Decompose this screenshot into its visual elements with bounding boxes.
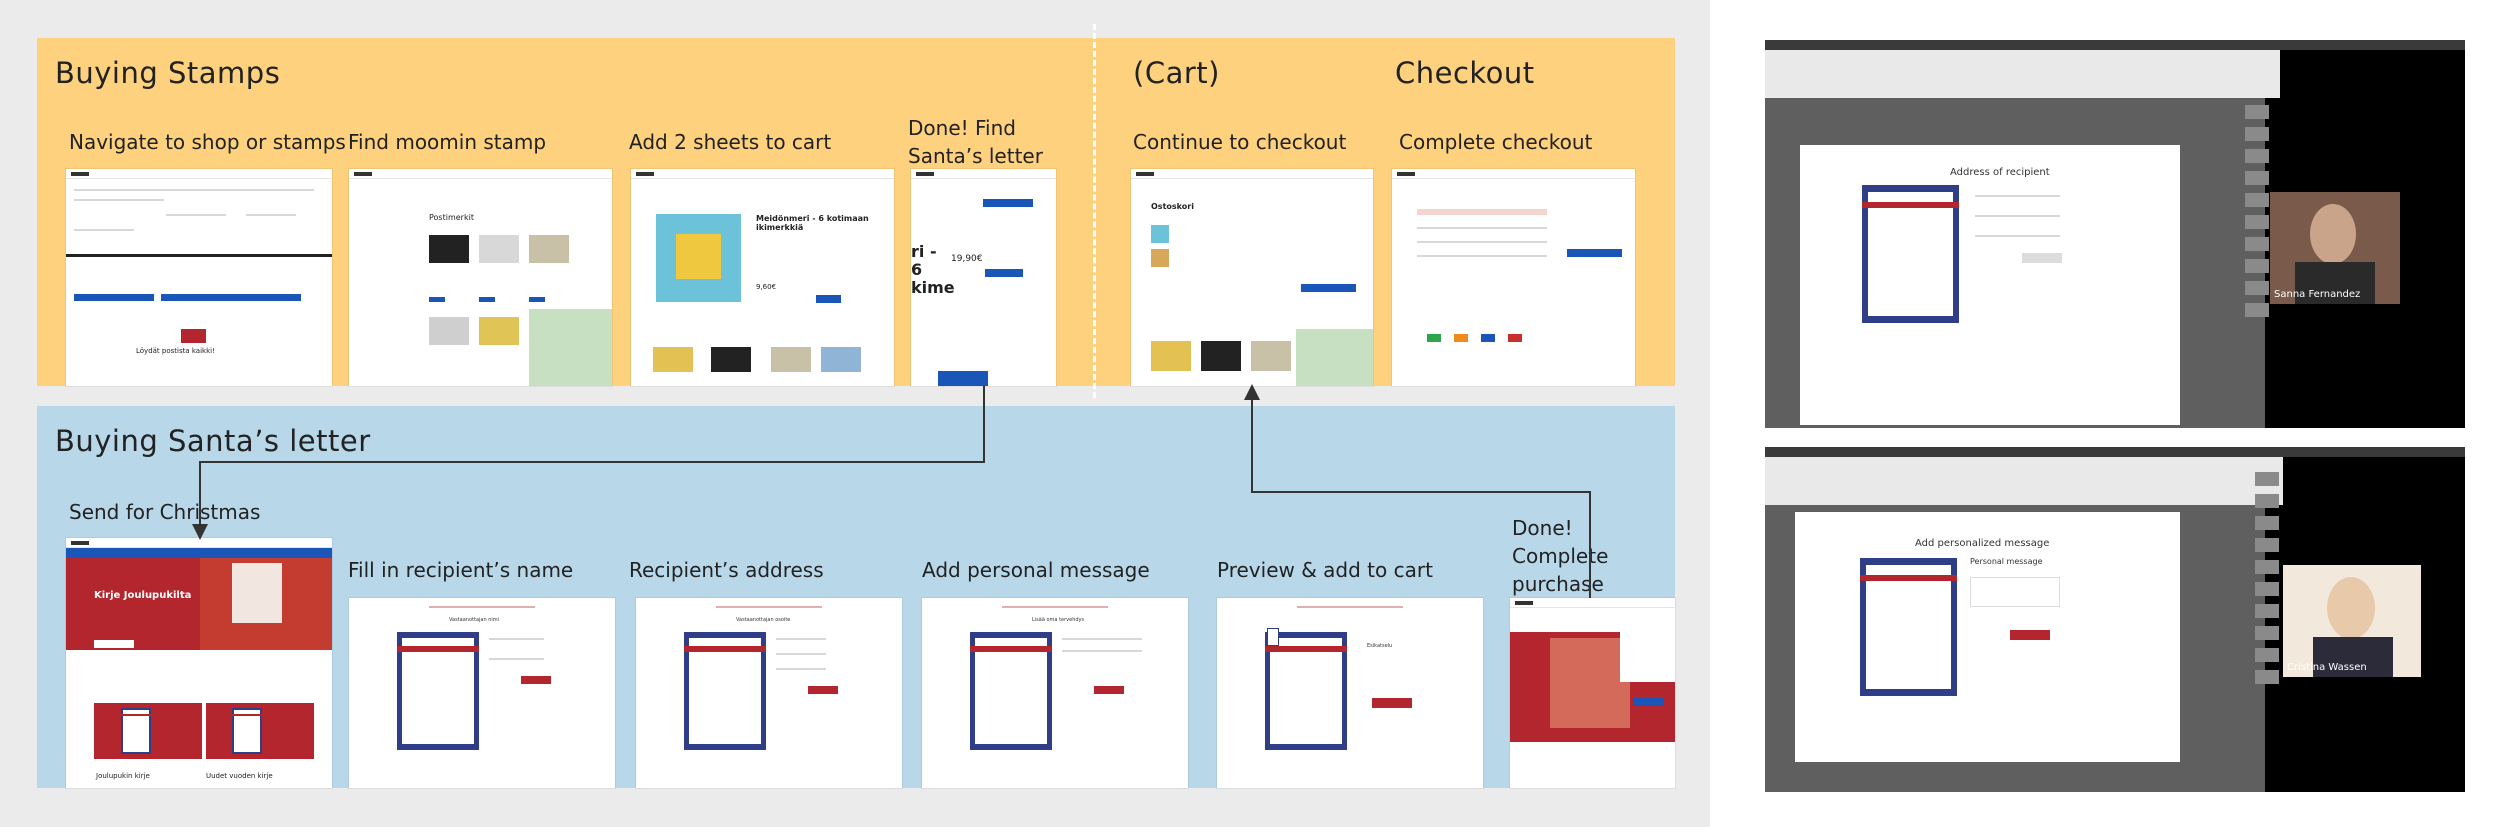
shot-form-name: Vastaanottajan nimi — [349, 598, 615, 788]
shot-letter-home: Kirje Joulupukilta Joulupukin kirje Uude… — [66, 538, 332, 788]
shop-cta-text: Löydät postista kaikki! — [136, 347, 215, 355]
shot-santa-partial: ri - 6 kime 19,90€ — [911, 169, 1056, 386]
letter-hero-text: Kirje Joulupukilta — [94, 590, 192, 601]
shot-sheet-product: Meidönmeri - 6 kotimaan ikimerkkiä 9,60€ — [631, 169, 894, 386]
sheet-price-text: 9,60€ — [756, 283, 777, 291]
shot-shop-home: Löydät postista kaikki! — [66, 169, 332, 386]
participant-1-name: Sanna Fernandez — [2274, 289, 2361, 300]
form-2-text: Vastaanottajan osoite — [736, 617, 791, 623]
santa-partial-text: ri - 6 kime — [911, 242, 955, 297]
thumbnail-column-2 — [2255, 472, 2279, 692]
shot-moomin-stamps: Postimerkit — [349, 169, 612, 386]
step-send-christmas: Send for Christmas — [69, 500, 261, 524]
step-personal-message: Add personal message — [922, 558, 1150, 582]
participant-cam-1: Sanna Fernandez — [2270, 192, 2400, 304]
step-preview: Preview & add to cart — [1217, 558, 1433, 582]
form-3-text: Lisää oma tervehdys — [1032, 617, 1085, 623]
flow-arrows — [192, 384, 1591, 598]
moomin-title-text: Postimerkit — [429, 213, 474, 222]
step-find-moomin: Find moomin stamp — [348, 130, 547, 154]
shot-complete — [1510, 598, 1675, 788]
participant-cam-2: Cristina Wassen — [2283, 565, 2421, 677]
step-complete-checkout: Complete checkout — [1399, 130, 1593, 154]
thumbnail-column-1 — [2245, 105, 2269, 325]
step-navigate: Navigate to shop or stamps — [69, 130, 346, 154]
shot-preview: Esikatselu — [1217, 598, 1483, 788]
form-4-text: Esikatselu — [1367, 643, 1393, 649]
step-fill-name: Fill in recipient’s name — [348, 558, 574, 582]
session-video-1: Address of recipient Sanna Fernandez — [1765, 40, 2465, 428]
dialog-address: Address of recipient — [1800, 145, 2180, 425]
letter-title: Buying Santa’s letter — [55, 424, 371, 458]
checkout-title: Checkout — [1395, 56, 1535, 90]
step-address: Recipient’s address — [629, 558, 824, 582]
letter-card-2-text: Uudet vuoden kirje — [206, 772, 273, 780]
cart-divider — [1093, 24, 1096, 398]
sheet-title-text: Meidönmeri - 6 kotimaan ikimerkkiä — [756, 214, 869, 232]
session-video-2: Add personalized message Personal messag… — [1765, 447, 2465, 792]
dialog-2-title: Add personalized message — [1915, 538, 2050, 549]
cart-title-text: Ostoskori — [1151, 202, 1194, 211]
participant-2-name: Cristina Wassen — [2287, 662, 2367, 673]
shot-form-address: Vastaanottajan osoite — [636, 598, 902, 788]
stamps-title: Buying Stamps — [55, 56, 281, 90]
step-done-complete: Done! Complete purchase — [1512, 516, 1609, 596]
arrow-to-letter — [192, 386, 985, 540]
arrow-to-cart — [1244, 384, 1591, 598]
shot-form-message: Lisää oma tervehdys — [922, 598, 1188, 788]
letter-card-1-text: Joulupukin kirje — [96, 772, 150, 780]
dialog-message: Add personalized message Personal messag… — [1795, 512, 2180, 762]
form-1-text: Vastaanottajan nimi — [449, 617, 500, 623]
shot-cart: Ostoskori — [1131, 169, 1373, 386]
shot-checkout — [1392, 169, 1635, 386]
journey-board: Buying Stamps (Cart) Checkout Buying San… — [37, 24, 1675, 788]
step-continue-checkout: Continue to checkout — [1133, 130, 1347, 154]
dialog-1-title: Address of recipient — [1950, 167, 2050, 178]
santa-price-text: 19,90€ — [951, 254, 983, 264]
step-add-sheets: Add 2 sheets to cart — [629, 130, 832, 154]
personal-message-label: Personal message — [1970, 557, 2043, 566]
cart-title: (Cart) — [1133, 56, 1220, 90]
step-done-find: Done! Find Santa’s letter — [908, 116, 1043, 168]
